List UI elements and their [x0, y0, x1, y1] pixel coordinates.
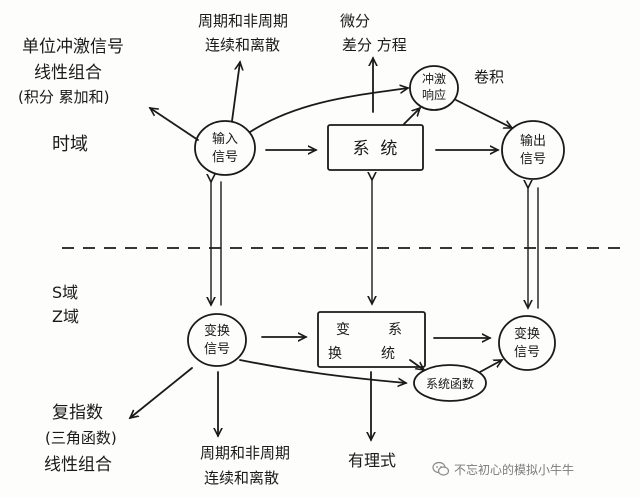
transform-system-char4: 统: [381, 346, 395, 362]
input-signal-line1: 输入: [212, 131, 238, 147]
arrow-impulse-response-to-output: [455, 99, 512, 129]
top-equation-line1: 微分: [340, 12, 370, 30]
arrow-transform-signal-to-complex-exp: [130, 367, 193, 418]
transform-output-line2: 信号: [514, 345, 540, 360]
impulse-response-line2: 响应: [422, 87, 446, 102]
transform-output-line1: 变换: [514, 326, 540, 342]
arrow-transform-signal-to-system-function: [239, 359, 406, 383]
impulse-response-circle: [409, 65, 459, 111]
arrow-input-to-top-periodic: [231, 62, 240, 122]
z-domain-label: Z域: [52, 307, 79, 326]
unit-impulse-line1: 单位冲激信号: [22, 37, 124, 57]
output-signal-circle: [501, 120, 565, 180]
system-label: 系 统: [353, 139, 398, 159]
top-periodic-line2: 连续和离散: [205, 36, 280, 54]
transform-signal-line2: 信号: [204, 342, 230, 357]
top-equation-line2: 差分 方程: [342, 36, 407, 54]
watermark: 不忘初心的模拟小牛牛: [432, 458, 574, 480]
arrow-system-to-impulse-response: [403, 108, 420, 125]
watermark-text: 不忘初心的模拟小牛牛: [454, 462, 575, 477]
bottom-periodic-line1: 周期和非周期: [200, 444, 290, 462]
wechat-icon: [432, 461, 450, 476]
complex-exp-line1: 复指数: [52, 403, 103, 423]
transform-signal-circle: [187, 313, 247, 367]
system-function-ellipse: [413, 364, 487, 402]
system-function-label: 系统函数: [426, 376, 474, 391]
transform-system-char3: 换: [328, 345, 342, 362]
unit-impulse-line2: 线性组合: [34, 63, 102, 83]
arrow-system-function-to-output: [479, 359, 502, 373]
top-periodic-line1: 周期和非周期: [198, 12, 288, 30]
s-domain-label: S域: [52, 283, 78, 302]
output-signal-line1: 输出: [520, 133, 546, 149]
bottom-periodic-line2: 连续和离散: [204, 469, 279, 487]
system-box: [327, 124, 424, 171]
rational-label: 有理式: [348, 451, 396, 470]
input-signal-circle: [194, 120, 256, 176]
complex-exp-line3: 线性组合: [44, 455, 112, 475]
complex-exp-line2: (三角函数): [45, 429, 117, 447]
unit-impulse-line3: (积分 累加和): [18, 88, 109, 106]
transform-signal-line1: 变换: [204, 323, 230, 339]
time-domain-label: 时域: [52, 134, 88, 155]
arrow-transform-system-to-system-function: [409, 359, 424, 370]
arrow-input-to-impulse-response: [249, 88, 408, 133]
input-signal-line2: 信号: [212, 150, 238, 165]
transform-system-box: [317, 311, 426, 368]
transform-system-char2: 系: [388, 322, 402, 338]
impulse-response-line1: 冲激: [422, 71, 446, 86]
transform-system-char1: 变: [336, 322, 350, 338]
output-signal-line2: 信号: [520, 152, 546, 167]
transform-output-circle: [498, 315, 556, 371]
convolution-label: 卷积: [474, 68, 504, 86]
arrow-input-to-unit-impulse: [150, 108, 199, 141]
